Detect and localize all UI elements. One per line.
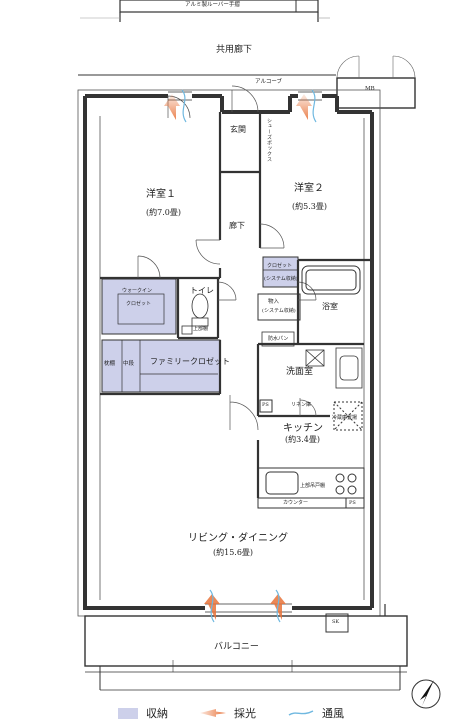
bedroom2-size: (約5.3畳) — [292, 202, 327, 211]
shelf-short-label: 枕棚 — [104, 361, 116, 367]
washroom-label: 洗面室 — [286, 367, 314, 377]
legend-storage-label: 収納 — [146, 707, 168, 720]
washer-pan — [261, 331, 295, 347]
light-arrow-icon — [200, 709, 226, 717]
sk-label: SK — [332, 619, 340, 625]
family-closet-label: ファミリークロゼット — [150, 357, 230, 366]
storage-swatch — [118, 707, 138, 719]
living-size: (約15.6畳) — [213, 548, 254, 557]
kitchen-name: キッチン — [283, 423, 323, 434]
ps2-label: PS — [349, 500, 356, 506]
outer-walls — [83, 94, 374, 610]
closet-name: クロゼット — [267, 263, 293, 269]
legend-wind-label: 通風 — [322, 707, 344, 720]
toilet-label: トイレ — [190, 286, 214, 295]
bedroom2-name: 洋室２ — [294, 183, 324, 194]
storage-note: (システム収納) — [262, 308, 296, 314]
balcony-outline — [84, 604, 408, 691]
toilet-shelf-label: 上部棚 — [193, 326, 209, 332]
legend-light-label: 採光 — [234, 707, 256, 720]
toilet-fixture — [181, 293, 209, 335]
washer-pan-label: 防水パン — [268, 336, 289, 342]
bedroom1-name: 洋室１ — [146, 189, 176, 200]
kitchen-counter — [257, 399, 365, 509]
fridge-label: 冷蔵庫置場 — [332, 415, 358, 421]
louver-label: アルミ製ルーバー手摺 — [185, 2, 240, 8]
wash-basin — [305, 347, 363, 389]
bath-label: 浴室 — [322, 302, 338, 311]
counter-label: カウンター — [283, 500, 309, 506]
alcove-label: アルコーブ — [255, 79, 283, 85]
mb-label: MB — [365, 86, 375, 92]
corridor-label: 共用廊下 — [216, 45, 253, 55]
storage-name: 物入 — [268, 299, 280, 305]
shelf-mid-label: 中段 — [123, 361, 135, 367]
legend: 収納 採光 通風 — [118, 706, 376, 720]
storage-inner-lines — [117, 269, 298, 392]
closet-note: (システム収納) — [264, 276, 298, 282]
bedroom1-size: (約7.0畳) — [146, 208, 181, 217]
top-railing-strip — [80, 0, 330, 22]
wind-line-icon — [288, 710, 314, 716]
interior-walls — [100, 112, 372, 498]
entrance-label: 玄関 — [230, 125, 246, 134]
legend-wind: 通風 — [288, 705, 344, 721]
upper-cabinet-label: 上部吊戸棚 — [300, 483, 326, 489]
hallway-label: 廊下 — [229, 221, 245, 230]
shoes-box-label: シューズボックス — [266, 118, 272, 162]
walkin-line2: クロゼット — [126, 301, 152, 307]
walkin-line1: ウォークイン — [122, 288, 153, 294]
living-name: リビング・ダイニング — [188, 533, 288, 544]
legend-storage: 収納 — [118, 705, 168, 721]
kitchen-size: (約3.4畳) — [285, 435, 320, 444]
bathtub — [301, 265, 361, 295]
wind-lines — [181, 89, 317, 623]
linen-label: リネン庫 — [291, 402, 312, 408]
ps-label: PS — [262, 402, 269, 408]
compass-icon — [411, 679, 441, 709]
mb-box — [336, 55, 416, 109]
legend-light: 採光 — [200, 705, 256, 721]
balcony-label: バルコニー — [214, 642, 259, 652]
